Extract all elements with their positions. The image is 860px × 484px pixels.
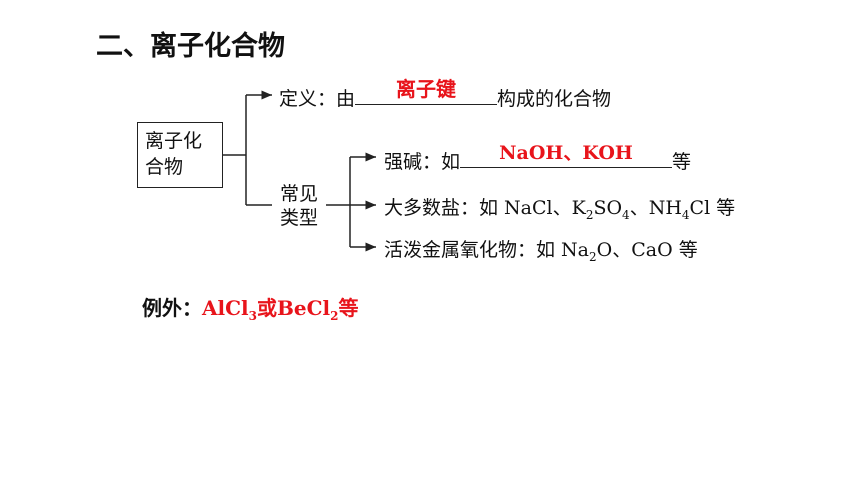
types-line-2: 类型 xyxy=(280,207,319,229)
exception-part-1: AlCl xyxy=(202,296,249,320)
salts-sub-2: 4 xyxy=(622,207,630,222)
section-title: 二、离子化合物 xyxy=(96,31,285,62)
definition-prefix: 定义：由 xyxy=(279,88,356,110)
types-line-1: 常见 xyxy=(280,183,319,205)
strong-base-blank: NaOH、KOH xyxy=(460,142,673,168)
types-label: 常见 类型 xyxy=(280,182,318,230)
definition-blank: 离子键 xyxy=(355,77,498,105)
salts-mid-2: 、NH xyxy=(629,197,682,219)
salts-row: 大多数盐：如 NaCl、K2SO4、NH4Cl 等 xyxy=(384,193,735,222)
exception-sub-1: 3 xyxy=(248,309,257,323)
salts-sub-1: 2 xyxy=(585,207,594,222)
oxides-prefix: 活泼金属氧化物：如 Na xyxy=(384,239,589,261)
salts-suffix: Cl 等 xyxy=(689,197,736,219)
strong-base-answer: NaOH、KOH xyxy=(499,142,633,164)
oxides-suffix: O、CaO 等 xyxy=(596,239,698,261)
salts-prefix: 大多数盐：如 NaCl、K xyxy=(384,197,586,219)
definition-row: 定义：由 离子键 构成的化合物 xyxy=(279,77,612,111)
exception-row: 例外：AlCl3或BeCl2等 xyxy=(142,292,359,323)
exception-label: 例外： xyxy=(142,296,202,320)
strong-base-row: 强碱：如 NaOH、KOH 等 xyxy=(384,142,692,174)
definition-suffix: 构成的化合物 xyxy=(497,88,612,110)
root-line-1: 离子化 xyxy=(145,130,203,152)
oxides-sub-1: 2 xyxy=(589,249,597,264)
exception-part-2: 或BeCl xyxy=(257,296,331,320)
exception-sub-2: 2 xyxy=(330,309,339,323)
oxides-row: 活泼金属氧化物：如 Na2O、CaO 等 xyxy=(384,235,698,264)
salts-mid-1: SO xyxy=(593,197,623,219)
exception-part-3: 等 xyxy=(338,296,359,320)
root-line-2: 合物 xyxy=(145,156,184,178)
strong-base-prefix: 强碱：如 xyxy=(384,151,461,173)
definition-answer: 离子键 xyxy=(396,77,457,101)
strong-base-suffix: 等 xyxy=(672,151,692,173)
root-box-ionic-compound: 离子化 合物 xyxy=(137,122,223,188)
salts-sub-3: 4 xyxy=(681,207,690,222)
